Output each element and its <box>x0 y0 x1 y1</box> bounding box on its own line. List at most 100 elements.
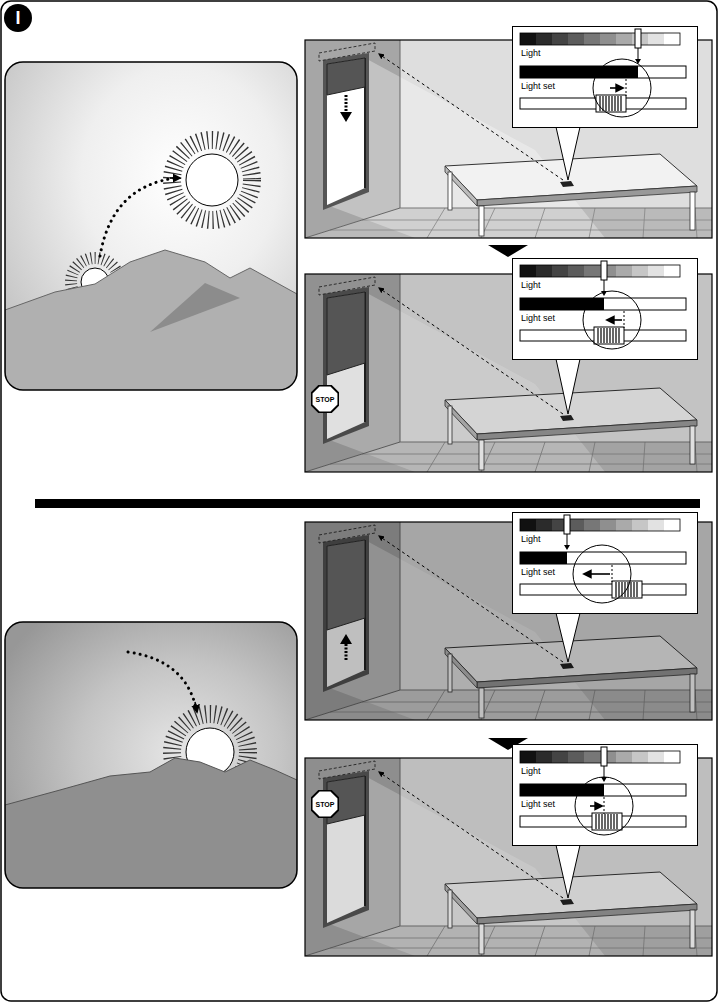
light-meter-graphics <box>592 813 622 830</box>
sunrise-scene <box>186 154 238 206</box>
sunset-scene <box>5 622 297 888</box>
stop-sign: STOP <box>311 385 339 413</box>
light-meter-graphics <box>512 26 698 128</box>
figure-letter: I <box>15 9 20 27</box>
room-panels <box>305 758 712 956</box>
light-meter-graphics <box>520 33 680 45</box>
stop-octagon <box>312 791 339 818</box>
light-meter-graphics <box>520 298 686 310</box>
callout-tails <box>556 359 580 414</box>
light-meter-graphics <box>610 87 623 89</box>
light-meter-graphics <box>520 552 686 564</box>
meter-label: Light <box>520 766 542 777</box>
light-meter-graphics <box>590 805 602 807</box>
meter-label: Light set <box>520 567 556 578</box>
roller-blinds <box>327 58 365 95</box>
light-meter-graphics <box>512 512 698 614</box>
light-meter-callout: LightLight set <box>512 512 698 614</box>
room-panels <box>305 40 712 238</box>
light-meter-graphics <box>604 797 605 814</box>
stop-sign: STOP <box>311 790 339 818</box>
light-meter-graphics <box>520 784 686 796</box>
sunset-scene <box>128 652 196 708</box>
roller-blinds <box>340 112 352 122</box>
sunset-scene <box>5 758 297 888</box>
light-meter-graphics <box>607 319 622 321</box>
panel-borders <box>305 40 712 238</box>
panel-borders <box>305 40 712 956</box>
callout-tails <box>556 613 580 662</box>
light-meter-graphics <box>520 784 604 796</box>
light-meter-graphics <box>520 751 680 763</box>
room-panels <box>305 40 712 956</box>
meter-label: Light <box>520 48 542 59</box>
light-meter-graphics <box>520 519 680 531</box>
light-meter-graphics <box>601 747 607 766</box>
panel-borders <box>305 274 712 472</box>
meter-label: Light set <box>520 799 556 810</box>
meter-label: Light set <box>520 81 556 92</box>
sunrise-scene <box>5 140 297 390</box>
light-meter-graphics <box>512 258 698 360</box>
light-meter-graphics <box>512 258 698 360</box>
light-meter-graphics <box>564 545 570 550</box>
room-panels <box>305 758 712 956</box>
meter-label: Light <box>520 534 542 545</box>
sunrise-scene <box>100 178 176 256</box>
light-meter-graphics <box>573 545 631 603</box>
stop-text: STOP <box>316 396 335 403</box>
roller-blinds <box>327 540 365 630</box>
stop-text: STOP <box>316 801 335 808</box>
light-meter-graphics <box>520 584 686 595</box>
meter-label: Light set <box>520 313 556 324</box>
room-panels <box>305 274 712 472</box>
light-meter-callout: LightLight set <box>512 258 698 360</box>
light-meter-graphics <box>596 95 626 112</box>
light-meter-graphics <box>512 744 698 846</box>
light-meter-graphics <box>601 777 607 782</box>
sunrise-scene <box>172 140 252 220</box>
roller-blinds <box>327 58 365 824</box>
light-meter-graphics <box>624 311 625 328</box>
room-panels <box>305 274 712 472</box>
divider-bar <box>35 499 700 508</box>
light-meter-graphics <box>635 29 641 48</box>
light-meter-graphics <box>584 573 610 575</box>
light-meter-graphics <box>564 515 570 534</box>
light-meter-graphics <box>520 66 638 78</box>
figure-letter-badge: I <box>4 4 32 32</box>
sunrise-scene <box>5 62 297 395</box>
sunrise-scene <box>5 250 297 390</box>
sunrise-scene <box>150 283 240 332</box>
room-panels <box>305 522 712 720</box>
sunset-scene <box>195 702 197 712</box>
light-meter-graphics <box>575 777 633 835</box>
roller-blinds <box>340 634 352 644</box>
panel-borders <box>305 522 712 720</box>
roller-blinds <box>345 642 348 660</box>
light-meter-graphics <box>512 26 698 128</box>
light-meter-graphics <box>512 26 698 846</box>
sequence-arrows <box>488 245 528 257</box>
light-meter-graphics <box>593 59 651 117</box>
callout-tails <box>556 845 580 898</box>
roller-blinds <box>327 292 365 375</box>
light-meter-graphics <box>512 512 698 614</box>
sunset-scene <box>5 652 297 888</box>
sunset-scene <box>5 622 297 895</box>
meter-label: Light <box>520 280 542 291</box>
light-meter-graphics <box>601 261 607 280</box>
roller-blinds <box>345 95 348 114</box>
light-meter-graphics <box>612 565 613 582</box>
light-meter-graphics <box>520 552 567 564</box>
light-meter-graphics <box>520 66 686 78</box>
sunrise-scene <box>170 177 180 179</box>
callout-tails <box>556 127 580 180</box>
panel-borders <box>305 758 712 956</box>
sunrise-scene <box>5 62 297 390</box>
light-meter-graphics <box>583 291 641 349</box>
light-meter-callout: LightLight set <box>512 744 698 846</box>
light-meter-graphics <box>512 744 698 846</box>
